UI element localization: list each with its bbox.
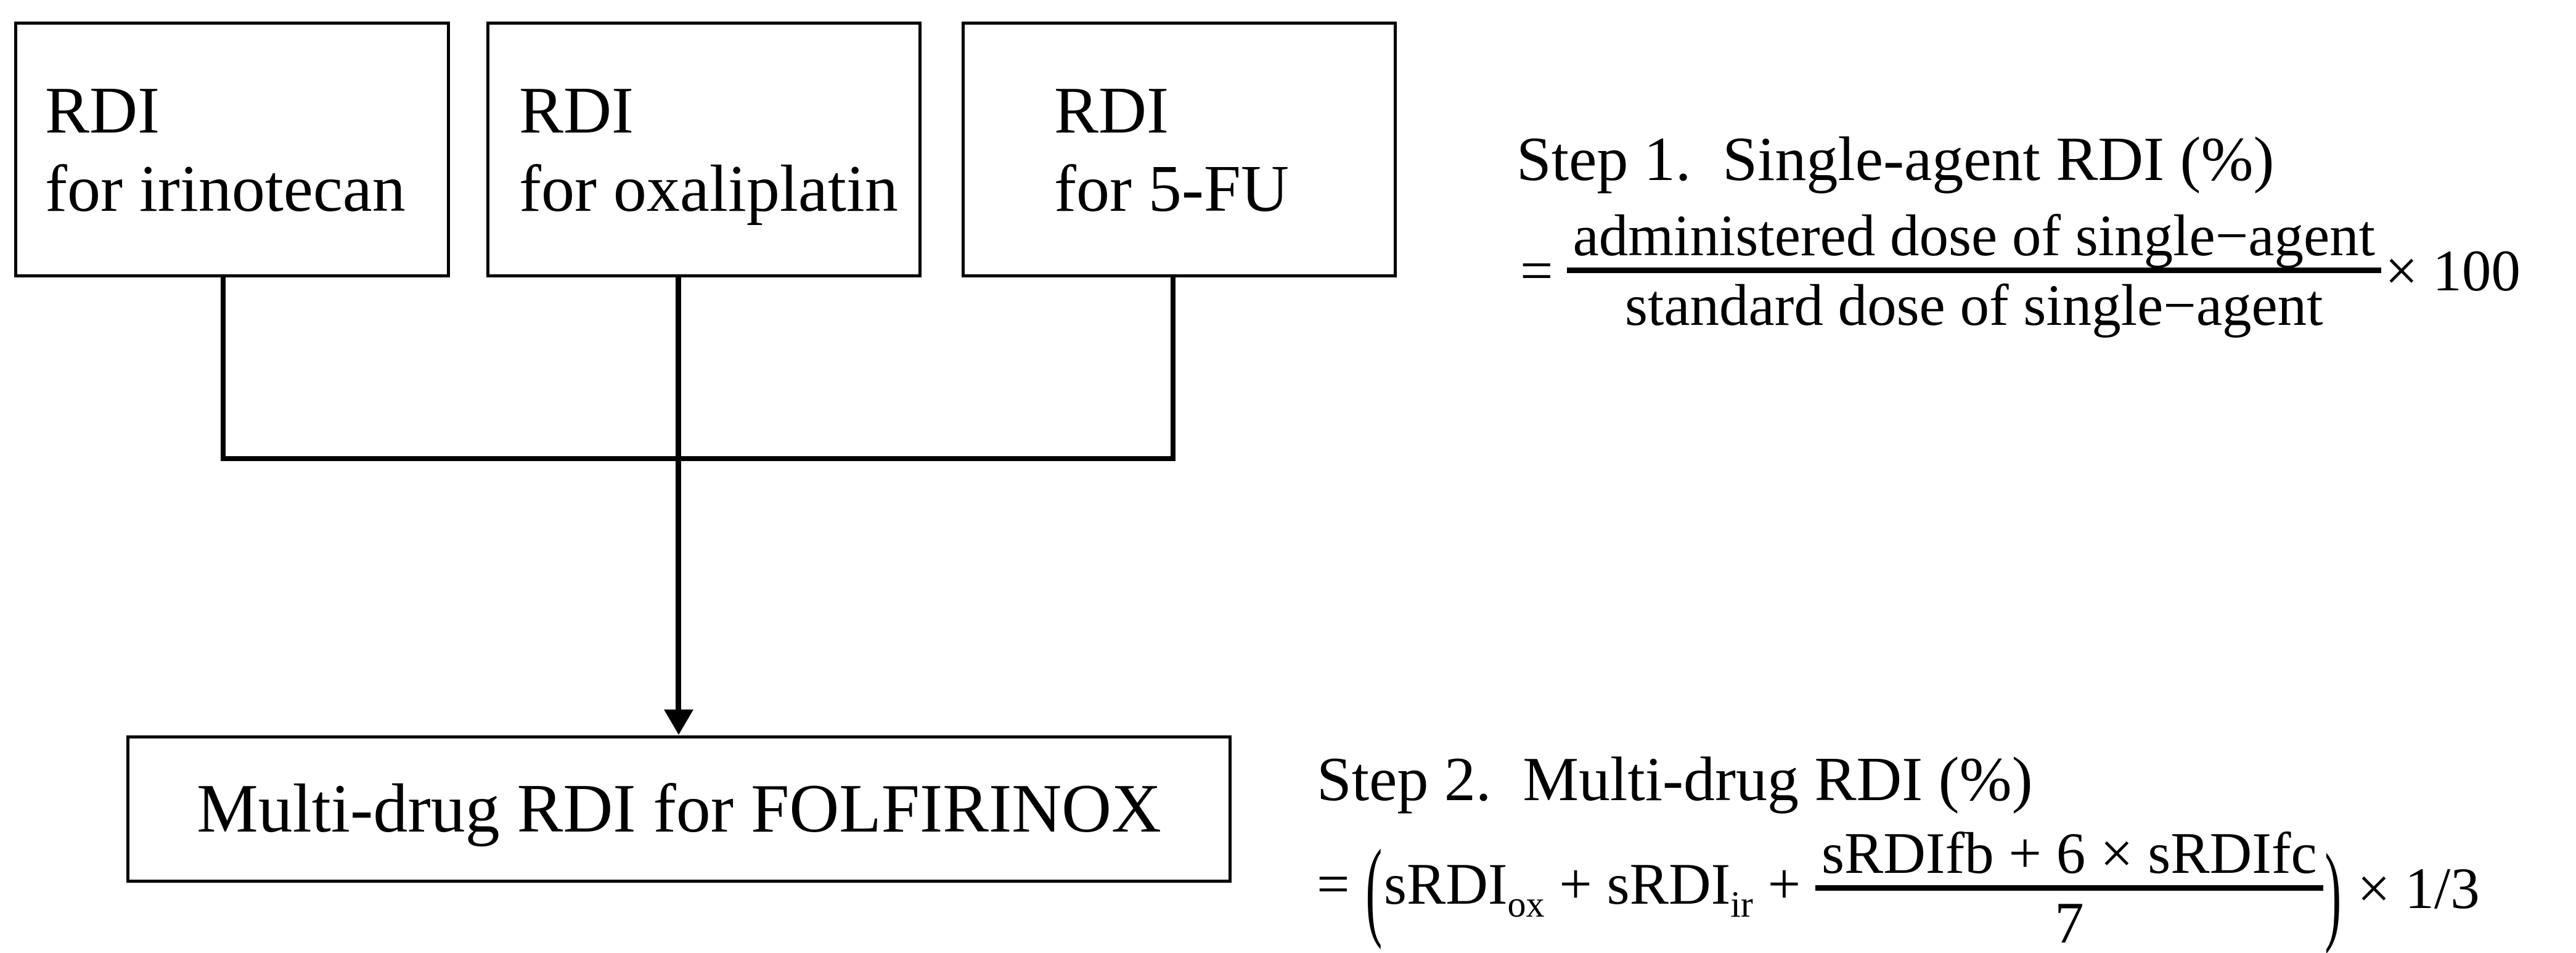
- rdi-box-irinotecan-line2: for irinotecan: [45, 152, 406, 226]
- step1-multiplier: × 100: [2385, 237, 2521, 303]
- step2-formula: = (sRDIox + sRDIir + sRDIfb + 6 × sRDIfc…: [1317, 822, 2480, 953]
- rdi-box-5fu: RDI for 5-FU: [962, 22, 1397, 277]
- rdi-box-5fu-line2: for 5-FU: [1054, 152, 1289, 226]
- step1-formula-block: Step 1. Single-agent RDI (%) = administe…: [1516, 123, 2521, 336]
- connector-vertical-5fu: [1171, 276, 1176, 461]
- step1-equals-sign: =: [1520, 237, 1553, 303]
- step2-close-paren: ): [2325, 830, 2341, 953]
- step2-plus-2: +: [1752, 851, 1815, 917]
- connector-horizontal: [221, 456, 1176, 461]
- step2-formula-block: Step 2. Multi-drug RDI (%) = (sRDIox + s…: [1317, 743, 2480, 953]
- connector-vertical-oxaliplatin: [676, 276, 681, 714]
- step1-fraction-numerator: administered dose of single−agent: [1572, 203, 2376, 268]
- multidrug-rdi-box: Multi-drug RDI for FOLFIRINOX: [126, 735, 1232, 883]
- step2-subscript-ir: ir: [1730, 884, 1753, 925]
- step2-open-paren: (: [1365, 826, 1383, 951]
- step2-fraction-numerator: sRDIfb + 6 × sRDIfc: [1821, 820, 2317, 886]
- step1-heading: Step 1. Single-agent RDI (%): [1516, 125, 2275, 194]
- multidrug-rdi-label: Multi-drug RDI for FOLFIRINOX: [197, 771, 1161, 847]
- connector-vertical-irinotecan: [221, 276, 226, 461]
- step1-fraction: administered dose of single−agent standa…: [1566, 203, 2382, 338]
- rdi-box-irinotecan: RDI for irinotecan: [14, 22, 450, 277]
- step2-heading: Step 2. Multi-drug RDI (%): [1317, 745, 2033, 814]
- rdi-box-irinotecan-line1: RDI: [45, 73, 160, 147]
- step2-plus-1: +: [1544, 851, 1607, 917]
- rdi-box-oxaliplatin: RDI for oxaliplatin: [486, 22, 922, 277]
- step2-right-hand-side: ) × 1/3: [2323, 830, 2480, 953]
- rdi-box-oxaliplatin-line2: for oxaliplatin: [519, 152, 898, 226]
- step2-multiplier: × 1/3: [2342, 855, 2480, 921]
- step2-term-srdi-ir: sRDI: [1606, 851, 1731, 917]
- arrow-down-icon: [664, 710, 693, 735]
- step2-fraction-bar: [1815, 885, 2323, 891]
- rdi-box-5fu-line1: RDI: [1054, 73, 1169, 147]
- step2-subscript-ox: ox: [1507, 884, 1545, 925]
- step1-fraction-bar: [1566, 268, 2382, 273]
- step2-left-hand-side: = (sRDIox + sRDIir +: [1317, 826, 1815, 950]
- step2-fraction: sRDIfb + 6 × sRDIfc 7: [1815, 822, 2323, 953]
- step2-equals-sign: =: [1317, 851, 1365, 917]
- step1-formula: = administered dose of single−agent stan…: [1520, 205, 2521, 336]
- step1-fraction-denominator: standard dose of single−agent: [1625, 272, 2323, 338]
- step2-term-srdi-ox: sRDI: [1383, 851, 1508, 917]
- step2-fraction-denominator: 7: [2055, 890, 2084, 953]
- rdi-box-oxaliplatin-line1: RDI: [519, 73, 634, 147]
